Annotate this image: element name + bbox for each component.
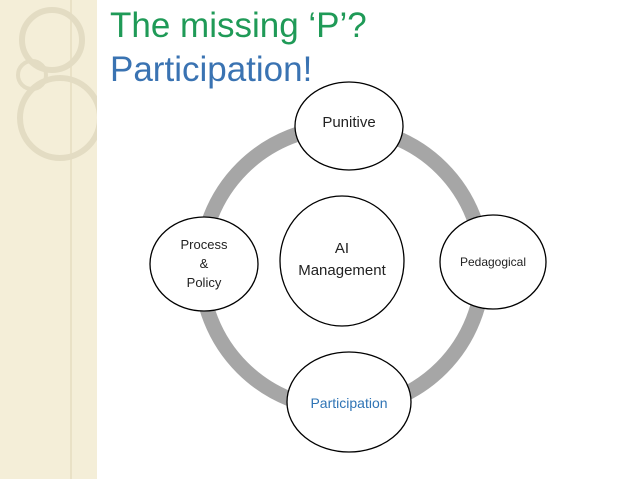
decorative-ring-upper <box>19 7 85 73</box>
top-node-label: Punitive <box>322 114 376 131</box>
slide-title: The missing ‘P’? Participation! <box>110 4 367 92</box>
decorative-ring-lower <box>17 75 97 161</box>
sidebar-divider <box>70 0 72 479</box>
center-node-label: AI Management <box>292 238 392 282</box>
left-label-line-1: Process <box>180 237 228 252</box>
left-label-line-2: & <box>199 256 209 271</box>
center-label-line-1: AI <box>334 240 350 257</box>
right-node-label: Pedagogical <box>459 255 527 269</box>
bottom-node-label: Participation <box>310 395 388 411</box>
left-label-line-3: Policy <box>186 275 222 290</box>
bottom-node-participation <box>286 351 412 453</box>
decorative-ring-small <box>16 59 48 91</box>
decorative-sidebar <box>0 0 97 479</box>
decorative-circles <box>16 7 97 161</box>
title-line-2: Participation! <box>110 50 313 89</box>
left-node-process-policy <box>149 216 259 312</box>
left-node-label: Process & Policy <box>164 235 244 292</box>
title-line-1: The missing ‘P’? <box>110 6 367 45</box>
center-label-line-2: Management <box>298 262 386 279</box>
right-node-pedagogical <box>439 214 547 310</box>
center-node-ai-management <box>279 195 405 327</box>
top-node-punitive <box>294 81 404 171</box>
